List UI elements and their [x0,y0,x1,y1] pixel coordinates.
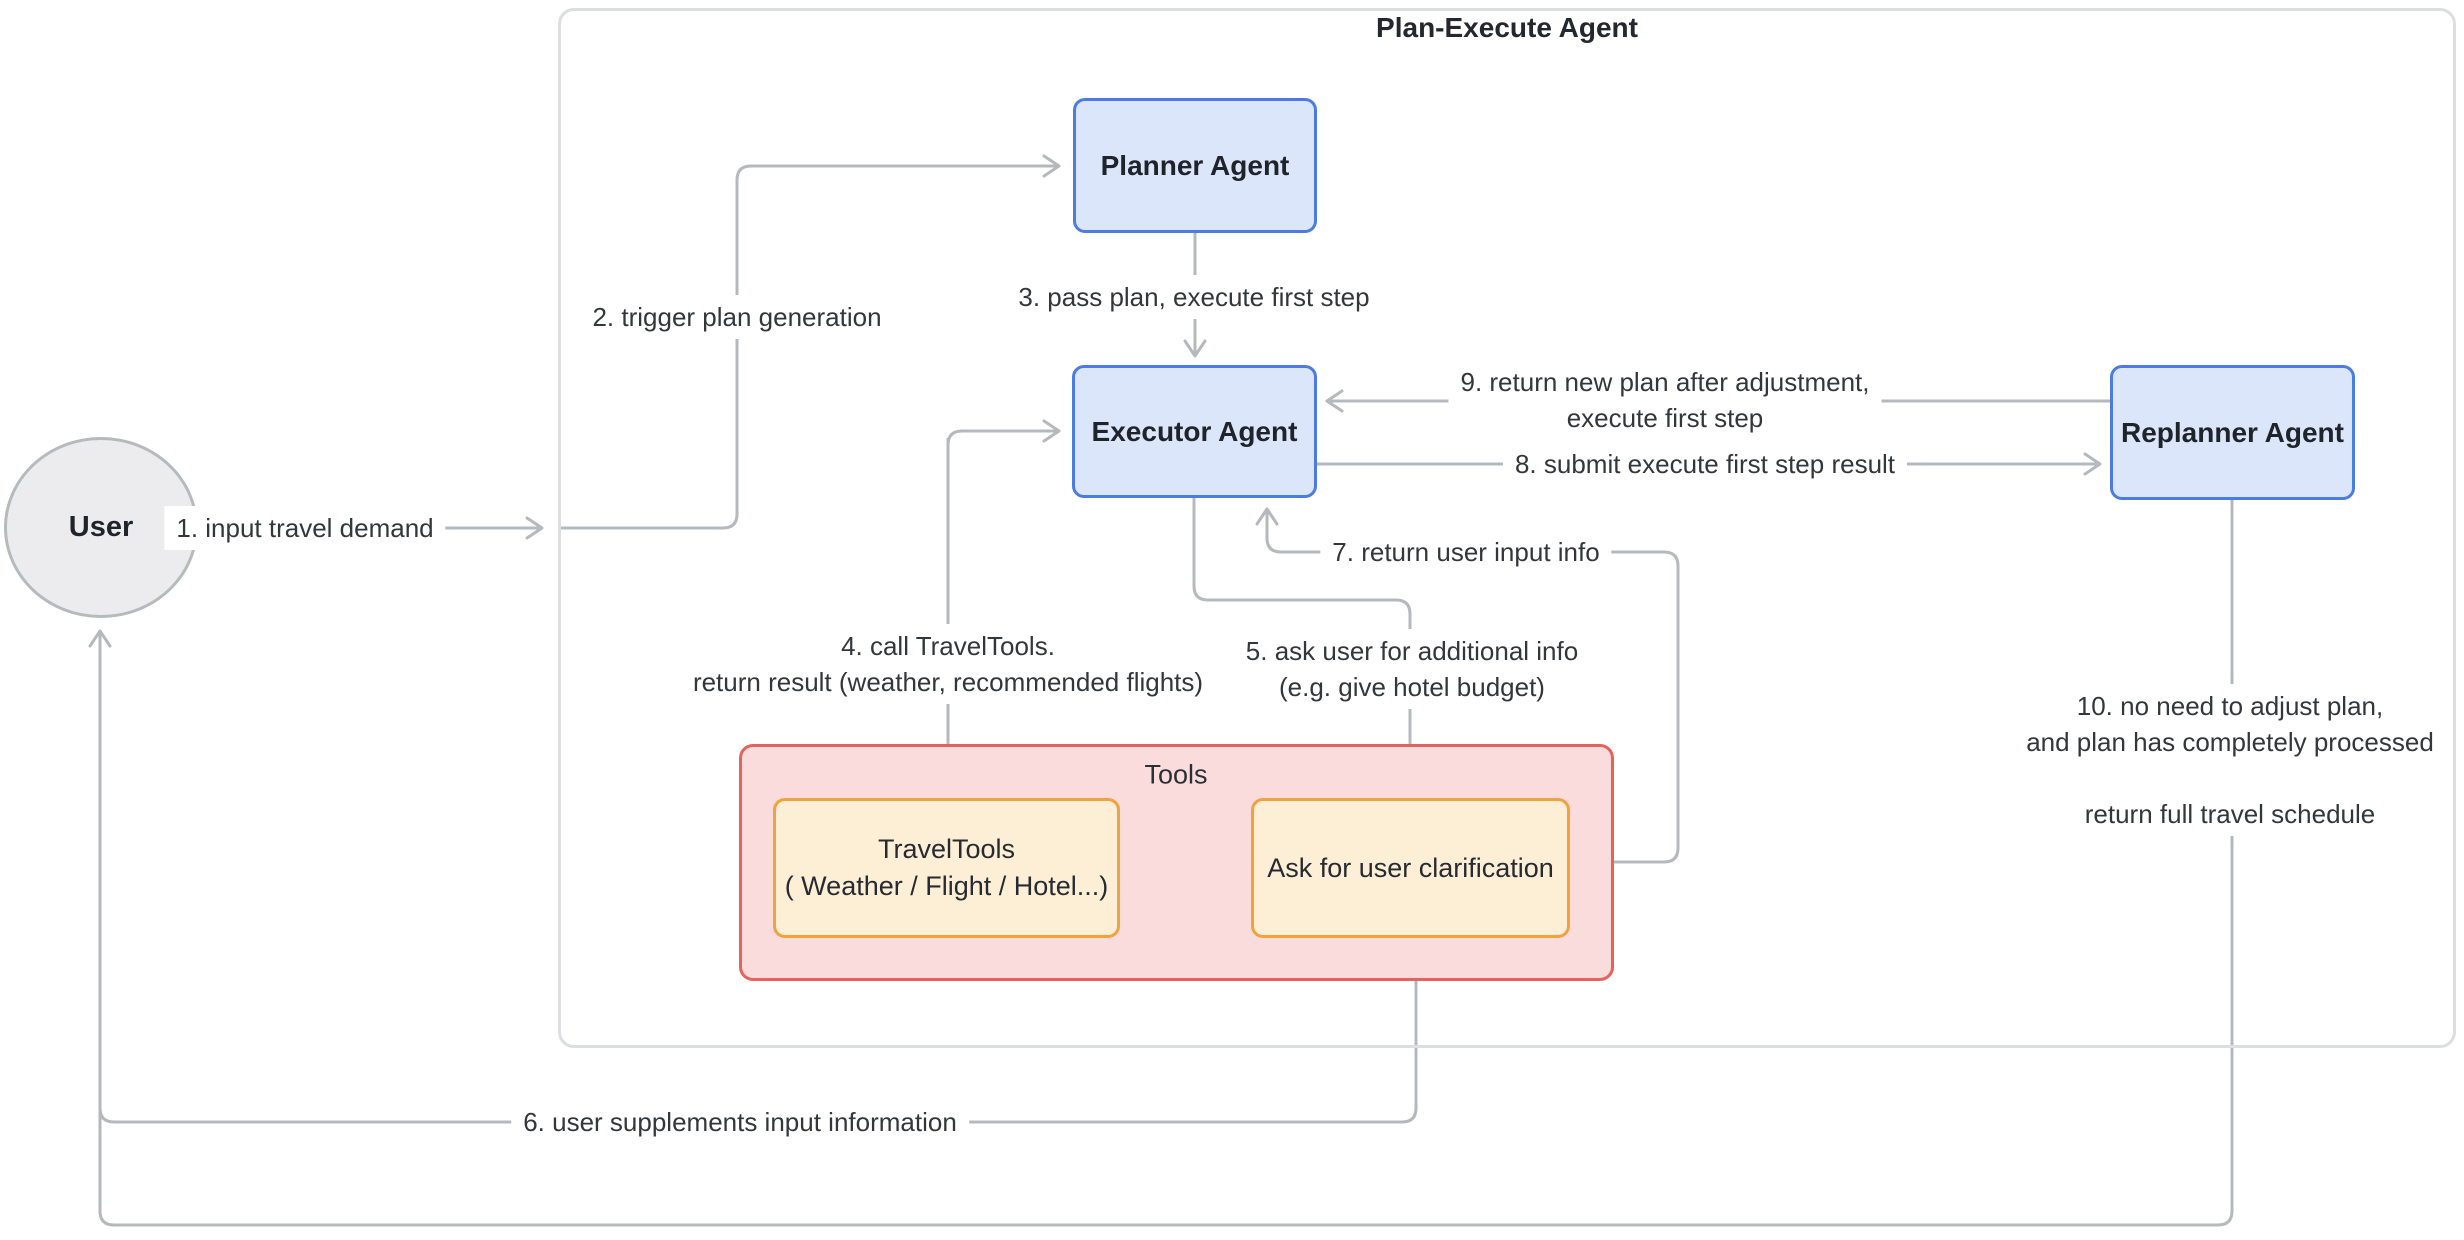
edge-label-2: 2. trigger plan generation [580,295,894,339]
edge-label-10: 10. no need to adjust plan, and plan has… [2014,684,2446,836]
edge-label-5: 5. ask user for additional info (e.g. gi… [1233,629,1591,709]
traveltools-label-line2: ( Weather / Flight / Hotel...) [784,871,1109,901]
edge-label-4: 4. call TravelTools. return result (weat… [680,624,1216,704]
edge-label-9: 9. return new plan after adjustment, exe… [1448,360,1882,440]
tools-group-title: Tools [1144,759,1208,790]
edge-label-3: 3. pass plan, execute first step [1006,275,1382,319]
edge-6-user-supplements [98,945,1428,1124]
diagram-title: Plan-Execute Agent [1376,12,1638,43]
plan-execute-agent-container [558,8,2456,1048]
edge-7-return-user-info [1255,507,1680,864]
edge-label-8: 8. submit execute first step result [1502,442,1908,486]
executor-agent-node: Executor Agent [1072,365,1317,498]
edge-label-7: 7. return user input info [1320,530,1612,574]
ask-user-clarification-node: Ask for user clarification [1251,798,1570,938]
edge-label-6: 6. user supplements input information [511,1100,969,1144]
replanner-agent-node: Replanner Agent [2110,365,2355,500]
traveltools-node: TravelTools ( Weather / Flight / Hotel..… [773,798,1120,938]
edge-10-return-schedule [88,500,2234,1227]
edge-5-ask-user [1192,498,1422,792]
edge-2-trigger-plan [558,154,1061,530]
traveltools-label-line1: TravelTools [877,834,1016,864]
planner-agent-node: Planner Agent [1073,98,1317,233]
edge-label-1: 1. input travel demand [164,506,446,550]
